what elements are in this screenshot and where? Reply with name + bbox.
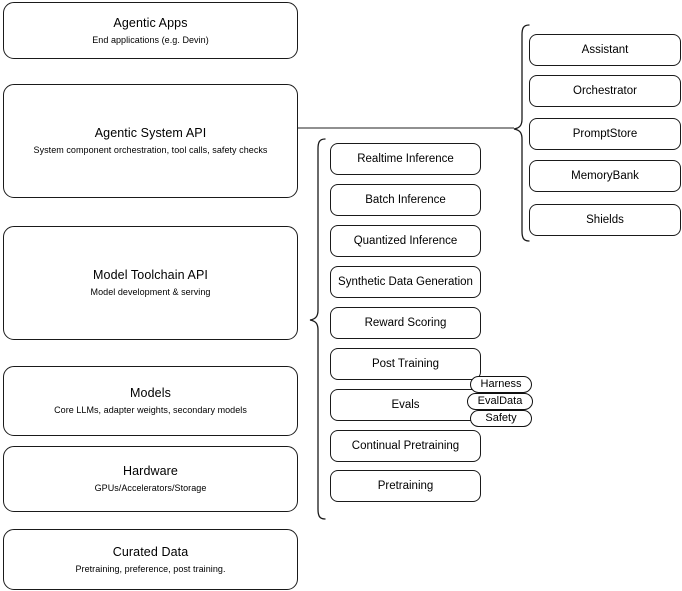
layer-subtitle: End applications (e.g. Devin) — [92, 34, 209, 45]
pill-label: Batch Inference — [365, 194, 446, 206]
layer-hardware[interactable]: Hardware GPUs/Accelerators/Storage — [3, 446, 298, 512]
toolchain-pill-synthetic-data-generation[interactable]: Synthetic Data Generation — [330, 266, 481, 298]
system-pill-memorybank[interactable]: MemoryBank — [529, 160, 681, 192]
layer-title: Models — [130, 386, 171, 400]
layer-subtitle: GPUs/Accelerators/Storage — [94, 483, 207, 493]
layer-title: Agentic System API — [94, 126, 207, 140]
badge-label: Harness — [480, 378, 522, 390]
layer-models[interactable]: Models Core LLMs, adapter weights, secon… — [3, 366, 298, 436]
pill-label: Pretraining — [377, 480, 434, 492]
pill-label: Orchestrator — [573, 85, 637, 97]
pill-label: Synthetic Data Generation — [338, 276, 473, 288]
toolchain-pill-pretraining[interactable]: Pretraining — [330, 470, 481, 502]
brace-model-toolchain — [306, 138, 326, 520]
pill-label: Post Training — [371, 358, 440, 370]
layer-title: Agentic Apps — [113, 15, 188, 30]
system-pill-promptstore[interactable]: PromptStore — [529, 118, 681, 150]
badge-label: Safety — [485, 412, 517, 424]
pill-label: MemoryBank — [571, 170, 639, 182]
pill-label: Shields — [586, 214, 624, 226]
layer-subtitle: Core LLMs, adapter weights, secondary mo… — [54, 405, 247, 415]
toolchain-pill-reward-scoring[interactable]: Reward Scoring — [330, 307, 481, 339]
layer-agentic-apps[interactable]: Agentic Apps End applications (e.g. Devi… — [3, 2, 298, 59]
eval-badge-harness[interactable]: Harness — [470, 376, 532, 393]
system-pill-shields[interactable]: Shields — [529, 204, 681, 236]
layer-subtitle: Model development & serving — [90, 287, 211, 297]
pill-label: Reward Scoring — [364, 317, 447, 329]
badge-label: EvalData — [477, 395, 523, 407]
layer-title: Model Toolchain API — [93, 268, 208, 282]
pill-label: PromptStore — [572, 128, 638, 140]
toolchain-pill-realtime-inference[interactable]: Realtime Inference — [330, 143, 481, 175]
layer-curated-data[interactable]: Curated Data Pretraining, preference, po… — [3, 529, 298, 590]
brace-agentic-system-components — [510, 24, 530, 242]
toolchain-pill-quantized-inference[interactable]: Quantized Inference — [330, 225, 481, 257]
eval-badge-safety[interactable]: Safety — [470, 410, 532, 427]
layer-subtitle: System component orchestration, tool cal… — [33, 145, 268, 155]
layer-title: Curated Data — [112, 544, 189, 559]
pill-label: Continual Pretraining — [351, 440, 460, 452]
toolchain-pill-post-training[interactable]: Post Training — [330, 348, 481, 380]
pill-label: Realtime Inference — [357, 153, 454, 165]
toolchain-pill-evals[interactable]: Evals — [330, 389, 481, 421]
toolchain-pill-continual-pretraining[interactable]: Continual Pretraining — [330, 430, 481, 462]
system-pill-assistant[interactable]: Assistant — [529, 34, 681, 66]
connector-system-api-to-components — [298, 122, 514, 134]
eval-badge-evaldata[interactable]: EvalData — [467, 393, 533, 410]
pill-label: Assistant — [581, 44, 629, 56]
layer-title: Hardware — [123, 464, 178, 478]
layer-model-toolchain-api[interactable]: Model Toolchain API Model development & … — [3, 226, 298, 340]
layer-agentic-system-api[interactable]: Agentic System API System component orch… — [3, 84, 298, 198]
system-pill-orchestrator[interactable]: Orchestrator — [529, 75, 681, 107]
toolchain-pill-batch-inference[interactable]: Batch Inference — [330, 184, 481, 216]
layer-subtitle: Pretraining, preference, post training. — [75, 563, 226, 574]
pill-label: Evals — [391, 399, 420, 411]
pill-label: Quantized Inference — [353, 235, 458, 247]
